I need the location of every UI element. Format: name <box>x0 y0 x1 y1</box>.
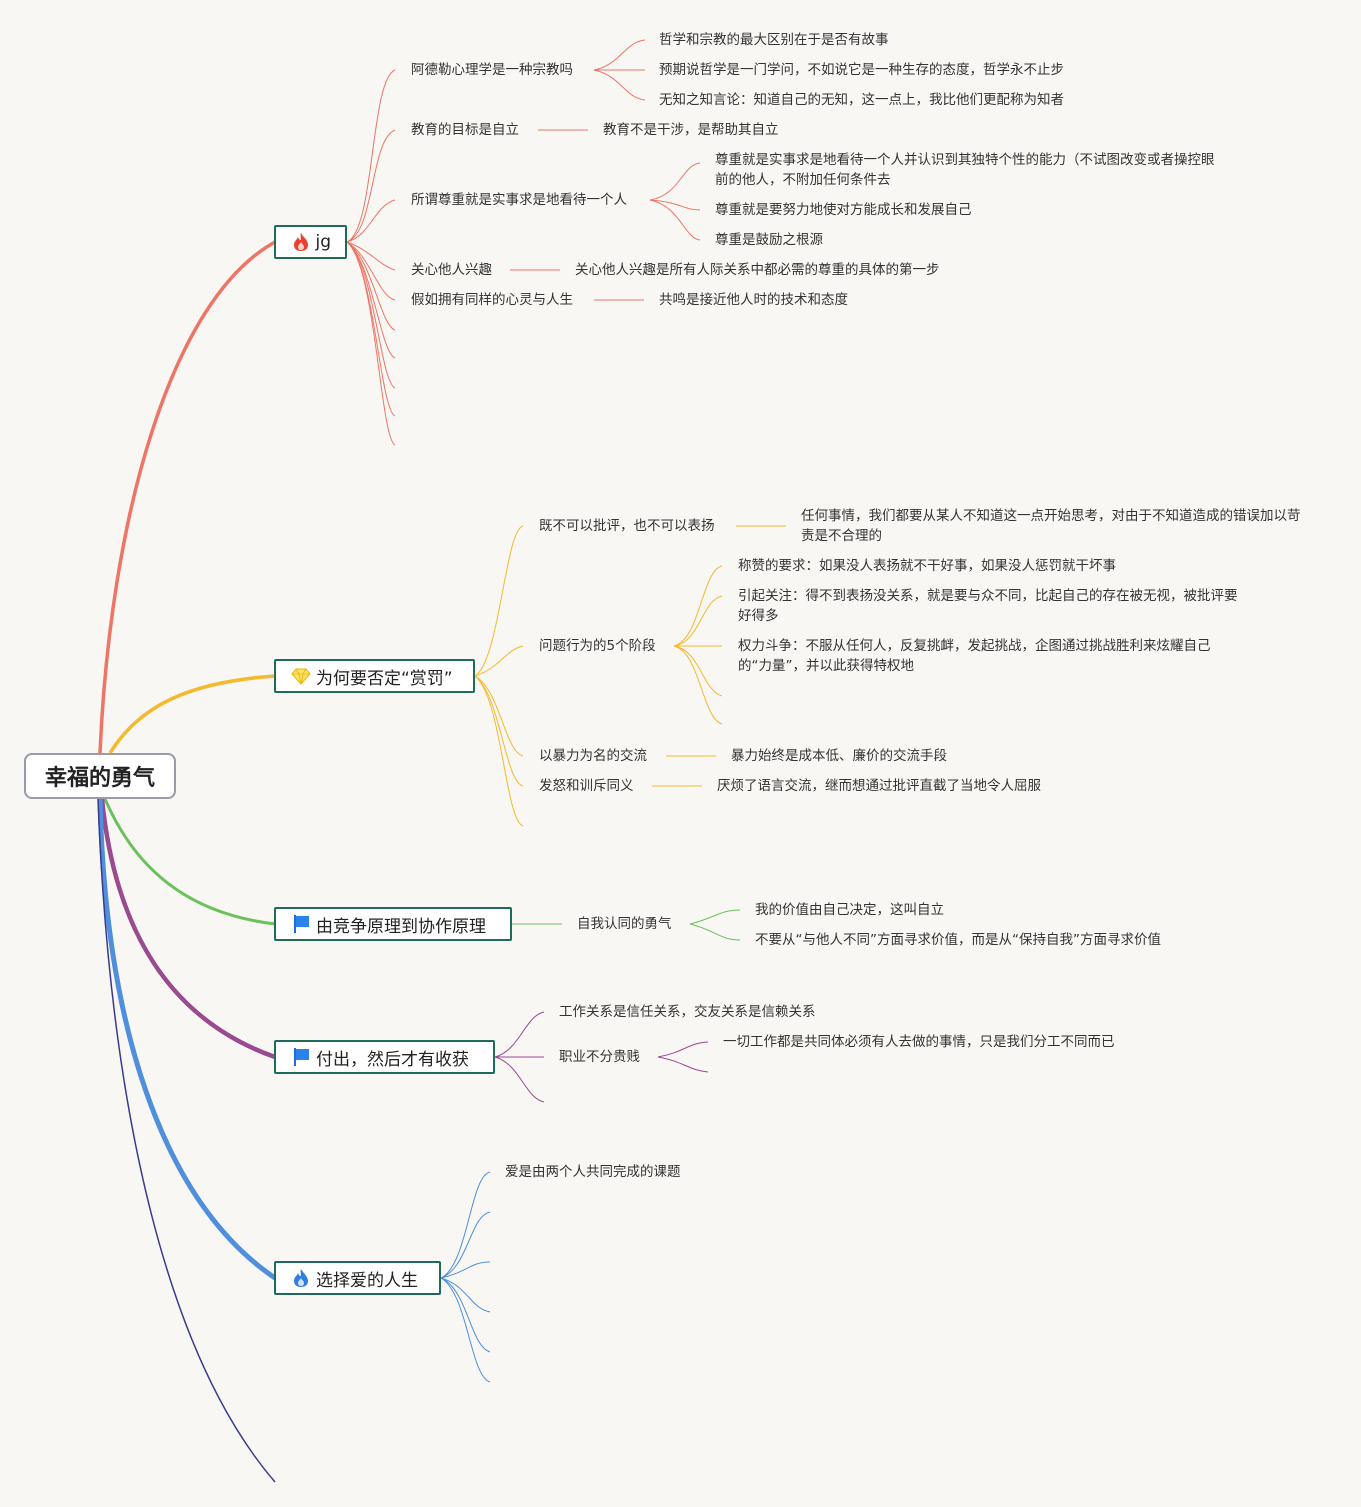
subtopic[interactable]: 工作关系是信任关系，交友关系是信赖关系 <box>559 1004 816 1020</box>
topic-label: 选择爱的人生 <box>316 1270 418 1291</box>
leaf-topic[interactable]: 教育不是干涉，是帮助其自立 <box>603 122 779 138</box>
flag-icon <box>290 1046 312 1068</box>
leaf-topic[interactable]: 一切工作都是共同体必须有人去做的事情，只是我们分工不同而已 <box>723 1034 1115 1050</box>
leaf-topic[interactable]: 哲学和宗教的最大区别在于是否有故事 <box>659 32 889 48</box>
subtopic[interactable]: 问题行为的5个阶段 <box>539 638 656 654</box>
topic-label: 为何要否定“赏罚” <box>316 668 453 689</box>
leaf-topic[interactable]: 尊重是鼓励之根源 <box>715 232 823 248</box>
leaf-topic[interactable]: 不要从“与他人不同”方面寻求价值，而是从“保持自我”方面寻求价值 <box>755 932 1161 948</box>
leaf-topic[interactable]: 尊重就是要努力地使对方能成长和发展自己 <box>715 202 972 218</box>
flag-icon <box>290 913 312 935</box>
topic-reward[interactable]: 为何要否定“赏罚” <box>274 659 475 693</box>
subtopic[interactable]: 职业不分贵贱 <box>559 1049 640 1065</box>
branch-line-jg <box>98 240 276 754</box>
leaf-topic[interactable]: 引起关注：得不到表扬没关系，就是要与众不同，比起自己的存在被无视，被批评要好得多 <box>738 588 1238 624</box>
topic-jg[interactable]: jg <box>274 225 347 259</box>
subtopic[interactable]: 爱是由两个人共同完成的课题 <box>505 1164 681 1180</box>
branch-line-reward <box>108 674 276 754</box>
leaf-topic[interactable]: 称赞的要求：如果没人表扬就不干好事，如果没人惩罚就干坏事 <box>738 558 1116 574</box>
topic-label: 付出，然后才有收获 <box>316 1049 469 1070</box>
branch-line-extra <box>97 798 276 1483</box>
leaf-topic[interactable]: 共鸣是接近他人时的技术和态度 <box>659 292 848 308</box>
leaf-topic[interactable]: 无知之知言论：知道自己的无知，这一点上，我比他们更配称为知者 <box>659 92 1064 108</box>
leaf-topic[interactable]: 暴力始终是成本低、廉价的交流手段 <box>731 748 947 764</box>
subtopic[interactable]: 以暴力为名的交流 <box>539 748 647 764</box>
topic-love[interactable]: 选择爱的人生 <box>274 1261 441 1295</box>
branch-line-give <box>99 798 276 1060</box>
leaf-topic[interactable]: 预期说哲学是一门学问，不如说它是一种生存的态度，哲学永不止步 <box>659 62 1064 78</box>
subtopic[interactable]: 关心他人兴趣 <box>411 262 492 278</box>
topic-label: 由竞争原理到协作原理 <box>316 916 486 937</box>
leaf-topic[interactable]: 关心他人兴趣是所有人际关系中都必需的尊重的具体的第一步 <box>575 262 940 278</box>
branch-line-coop <box>103 798 276 926</box>
subtopic[interactable]: 教育的目标是自立 <box>411 122 519 138</box>
root-topic[interactable]: 幸福的勇气 <box>24 753 176 799</box>
fire-icon <box>290 231 311 253</box>
topic-coop[interactable]: 由竞争原理到协作原理 <box>274 907 512 941</box>
leaf-topic[interactable]: 任何事情，我们都要从某人不知道这一点开始思考，对由于不知道造成的错误加以苛责是不… <box>801 508 1301 544</box>
diamond-icon <box>290 665 312 687</box>
leaf-topic[interactable]: 尊重就是实事求是地看待一个人并认识到其独特个性的能力（不试图改变或者操控眼前的他… <box>715 152 1215 188</box>
subtopic[interactable]: 假如拥有同样的心灵与人生 <box>411 292 573 308</box>
branch-line-love <box>97 798 277 1281</box>
flame-blue-icon <box>290 1267 312 1289</box>
subtopic[interactable]: 自我认同的勇气 <box>577 916 672 932</box>
subtopic[interactable]: 既不可以批评，也不可以表扬 <box>539 518 715 534</box>
topic-label: jg <box>315 232 331 252</box>
subtopic[interactable]: 阿德勒心理学是一种宗教吗 <box>411 62 573 78</box>
subtopic[interactable]: 发怒和训斥同义 <box>539 778 634 794</box>
topic-give[interactable]: 付出，然后才有收获 <box>274 1040 495 1074</box>
leaf-topic[interactable]: 权力斗争：不服从任何人，反复挑衅，发起挑战，企图通过挑战胜利来炫耀自己的“力量”… <box>738 638 1211 674</box>
leaf-topic[interactable]: 我的价值由自己决定，这叫自立 <box>755 902 944 918</box>
subtopic[interactable]: 所谓尊重就是实事求是地看待一个人 <box>411 192 627 208</box>
leaf-topic[interactable]: 厌烦了语言交流，继而想通过批评直截了当地令人屈服 <box>717 778 1041 794</box>
